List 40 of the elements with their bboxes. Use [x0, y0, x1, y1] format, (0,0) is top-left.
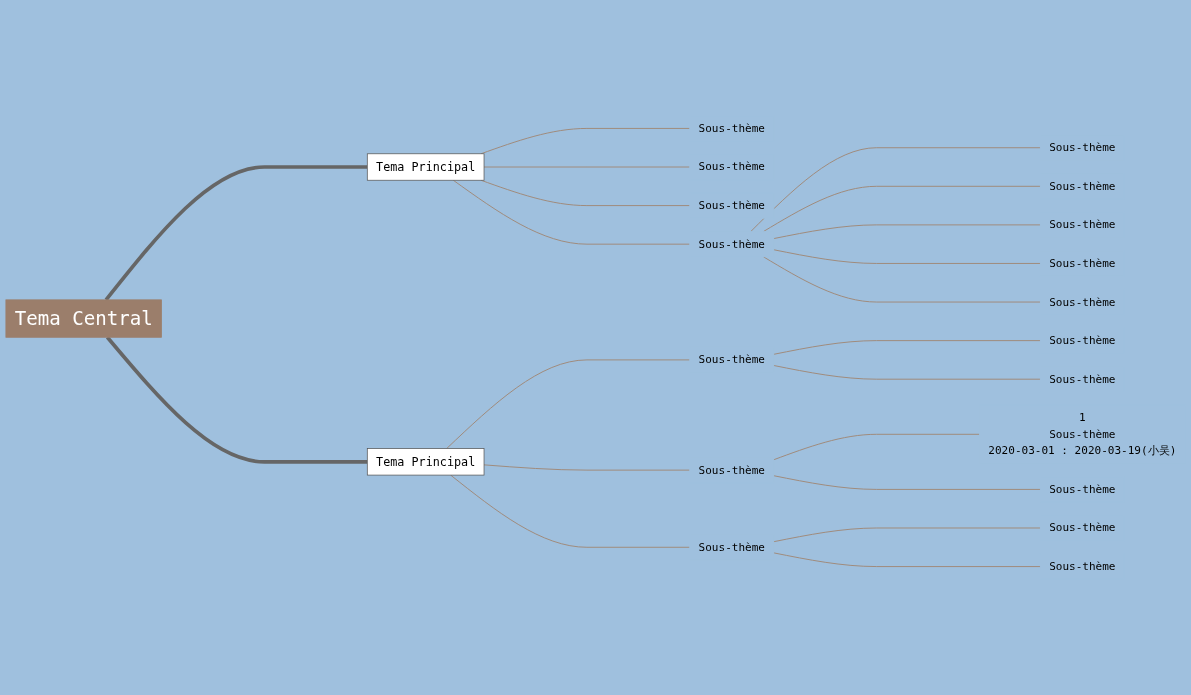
node-text: Sous-thème	[1049, 218, 1116, 232]
node-text: 1 Sous-thème 2020-03-01 : 2020-03-19(小吴)	[988, 410, 1177, 458]
connector	[104, 165, 368, 301]
node-text: Sous-thème	[1049, 140, 1116, 155]
node-text: Sous-thème	[1049, 295, 1116, 309]
connector	[452, 179, 691, 245]
node-text: Sous-thème	[1049, 256, 1116, 270]
connector	[105, 336, 368, 464]
connector	[480, 127, 691, 155]
node-box: Tema Principal	[366, 153, 485, 181]
connector	[773, 527, 1041, 543]
connector	[483, 166, 691, 168]
node-text: Sous-thème	[1049, 482, 1116, 496]
connector	[446, 359, 691, 450]
node-box: Tema Principal	[366, 448, 485, 476]
node-text: Sous-thème	[698, 353, 765, 367]
node-text: Sous-thème	[698, 463, 765, 477]
connector	[773, 365, 1041, 380]
connector	[750, 147, 1041, 232]
connector	[773, 552, 1041, 568]
node-text: Sous-thème	[698, 121, 765, 135]
node-text: Sous-thème	[698, 237, 765, 251]
connector	[763, 185, 1041, 232]
connector	[773, 249, 1041, 264]
connector	[483, 464, 691, 471]
node-text: Sous-thème	[1049, 372, 1116, 386]
node-text: Sous-thème	[698, 160, 765, 174]
node-text: Sous-thème	[698, 540, 765, 554]
connector	[773, 224, 1041, 240]
node-text: Sous-thème	[1049, 559, 1116, 573]
node-text: Sous-thème	[1049, 179, 1116, 193]
connector	[763, 256, 1041, 303]
connector	[773, 340, 1041, 355]
node-text: Sous-thème	[1049, 521, 1116, 535]
connector	[773, 433, 980, 461]
node-box: Tema Central	[5, 299, 162, 338]
node-text: Sous-thème	[1049, 333, 1116, 348]
connector	[450, 474, 691, 548]
node-text: Sous-thème	[698, 198, 765, 213]
connector	[773, 475, 1041, 490]
